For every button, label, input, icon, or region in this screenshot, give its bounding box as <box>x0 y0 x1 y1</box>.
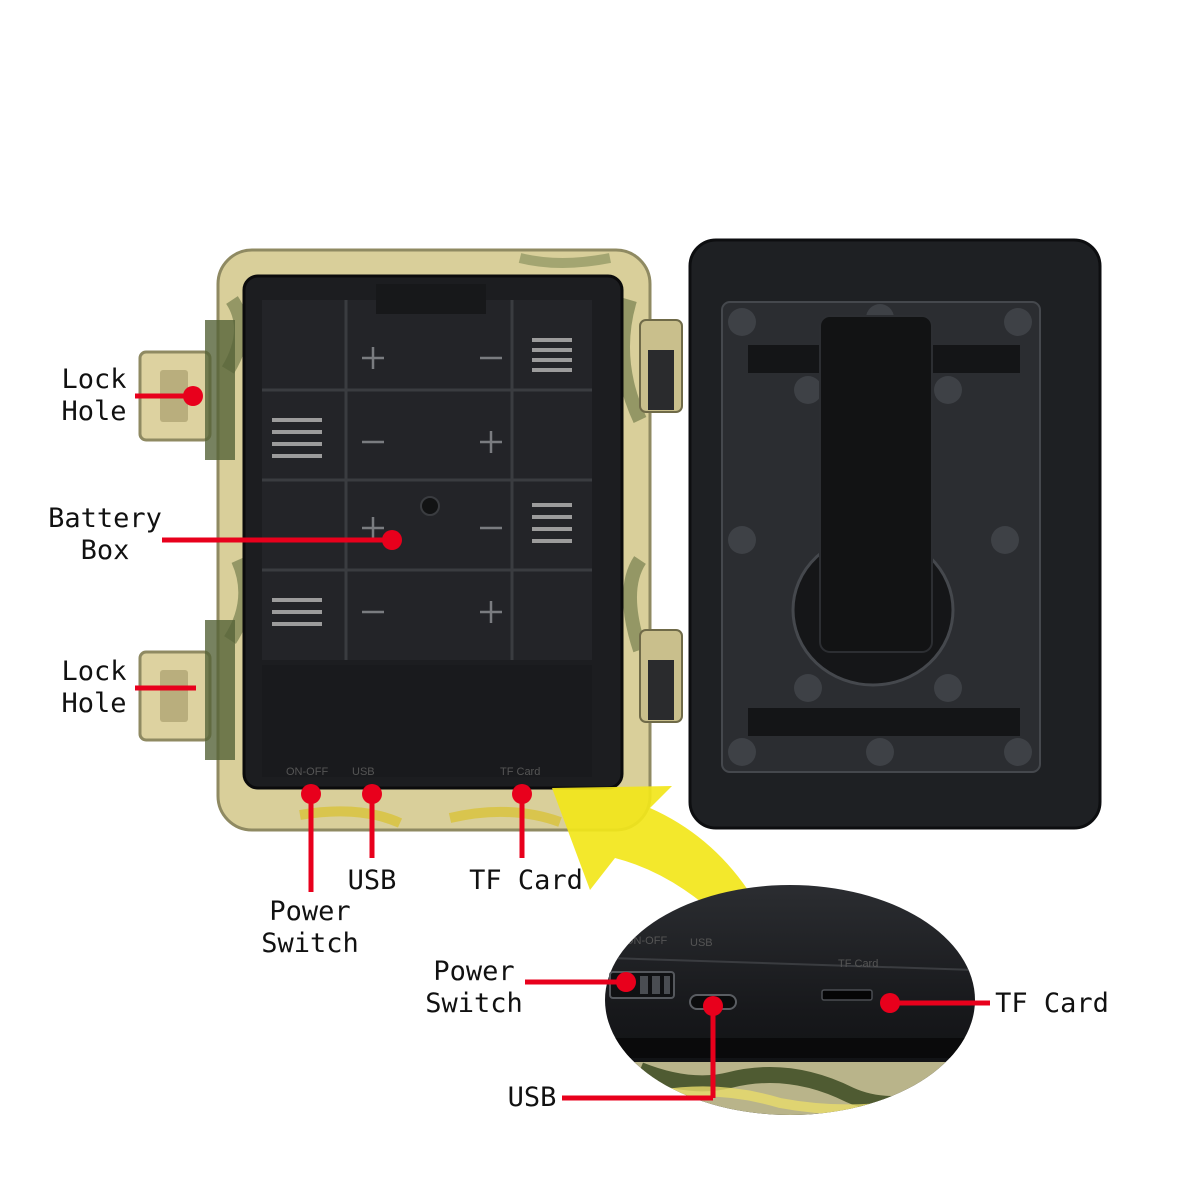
callouts <box>135 386 990 1101</box>
label-usb-zoom: USB <box>507 1082 557 1113</box>
label-lock-hole-top-line1: Lock <box>61 364 127 395</box>
label-battery-box: Battery Box <box>40 503 170 567</box>
zoom-marking-tf-card: TF Card <box>838 958 878 970</box>
label-lock-hole-top: Lock Hole <box>52 364 136 428</box>
lock-hole-tab-top <box>138 320 235 460</box>
label-power-switch-main-line2: Switch <box>261 928 359 959</box>
label-power-switch-zoom-line2: Switch <box>425 988 523 1019</box>
label-usb-main: USB <box>347 865 397 896</box>
camera-back-lid <box>688 238 1102 830</box>
panel-marking-usb: USB <box>352 766 375 778</box>
zoom-marking-on-off: ON-OFF <box>625 935 667 947</box>
zoom-tf-slot <box>821 989 873 1001</box>
hinge-bottom <box>639 629 683 723</box>
label-power-switch-zoom: Power Switch <box>414 956 534 1020</box>
label-battery-box-line2: Box <box>80 535 130 566</box>
zoom-arrow <box>552 786 785 975</box>
label-power-switch-main-line1: Power <box>269 896 351 927</box>
panel-marking-on-off: ON-OFF <box>286 766 328 778</box>
battery-compartment: ON-OFF USB TF Card <box>242 274 624 790</box>
lock-hole-tab-bottom <box>138 620 235 760</box>
label-lock-hole-top-line2: Hole <box>61 396 127 427</box>
label-lock-hole-bottom-line2: Hole <box>61 688 127 719</box>
zoom-marking-usb: USB <box>690 937 713 949</box>
hinge-top <box>639 319 683 413</box>
label-tf-card-main: TF Card <box>469 865 583 896</box>
label-tf-card-zoom: TF Card <box>995 988 1109 1019</box>
strap-belt <box>819 315 933 653</box>
zoom-closeup: ON-OFF USB TF Card <box>605 885 975 1115</box>
battery-springs <box>272 338 572 626</box>
label-power-switch-main: Power Switch <box>250 896 370 960</box>
label-lock-hole-bottom-line1: Lock <box>61 656 127 687</box>
label-power-switch-zoom-line1: Power <box>433 956 515 987</box>
panel-marking-tf-card: TF Card <box>500 766 540 778</box>
label-lock-hole-bottom: Lock Hole <box>52 656 136 720</box>
label-battery-box-line1: Battery <box>48 503 162 534</box>
